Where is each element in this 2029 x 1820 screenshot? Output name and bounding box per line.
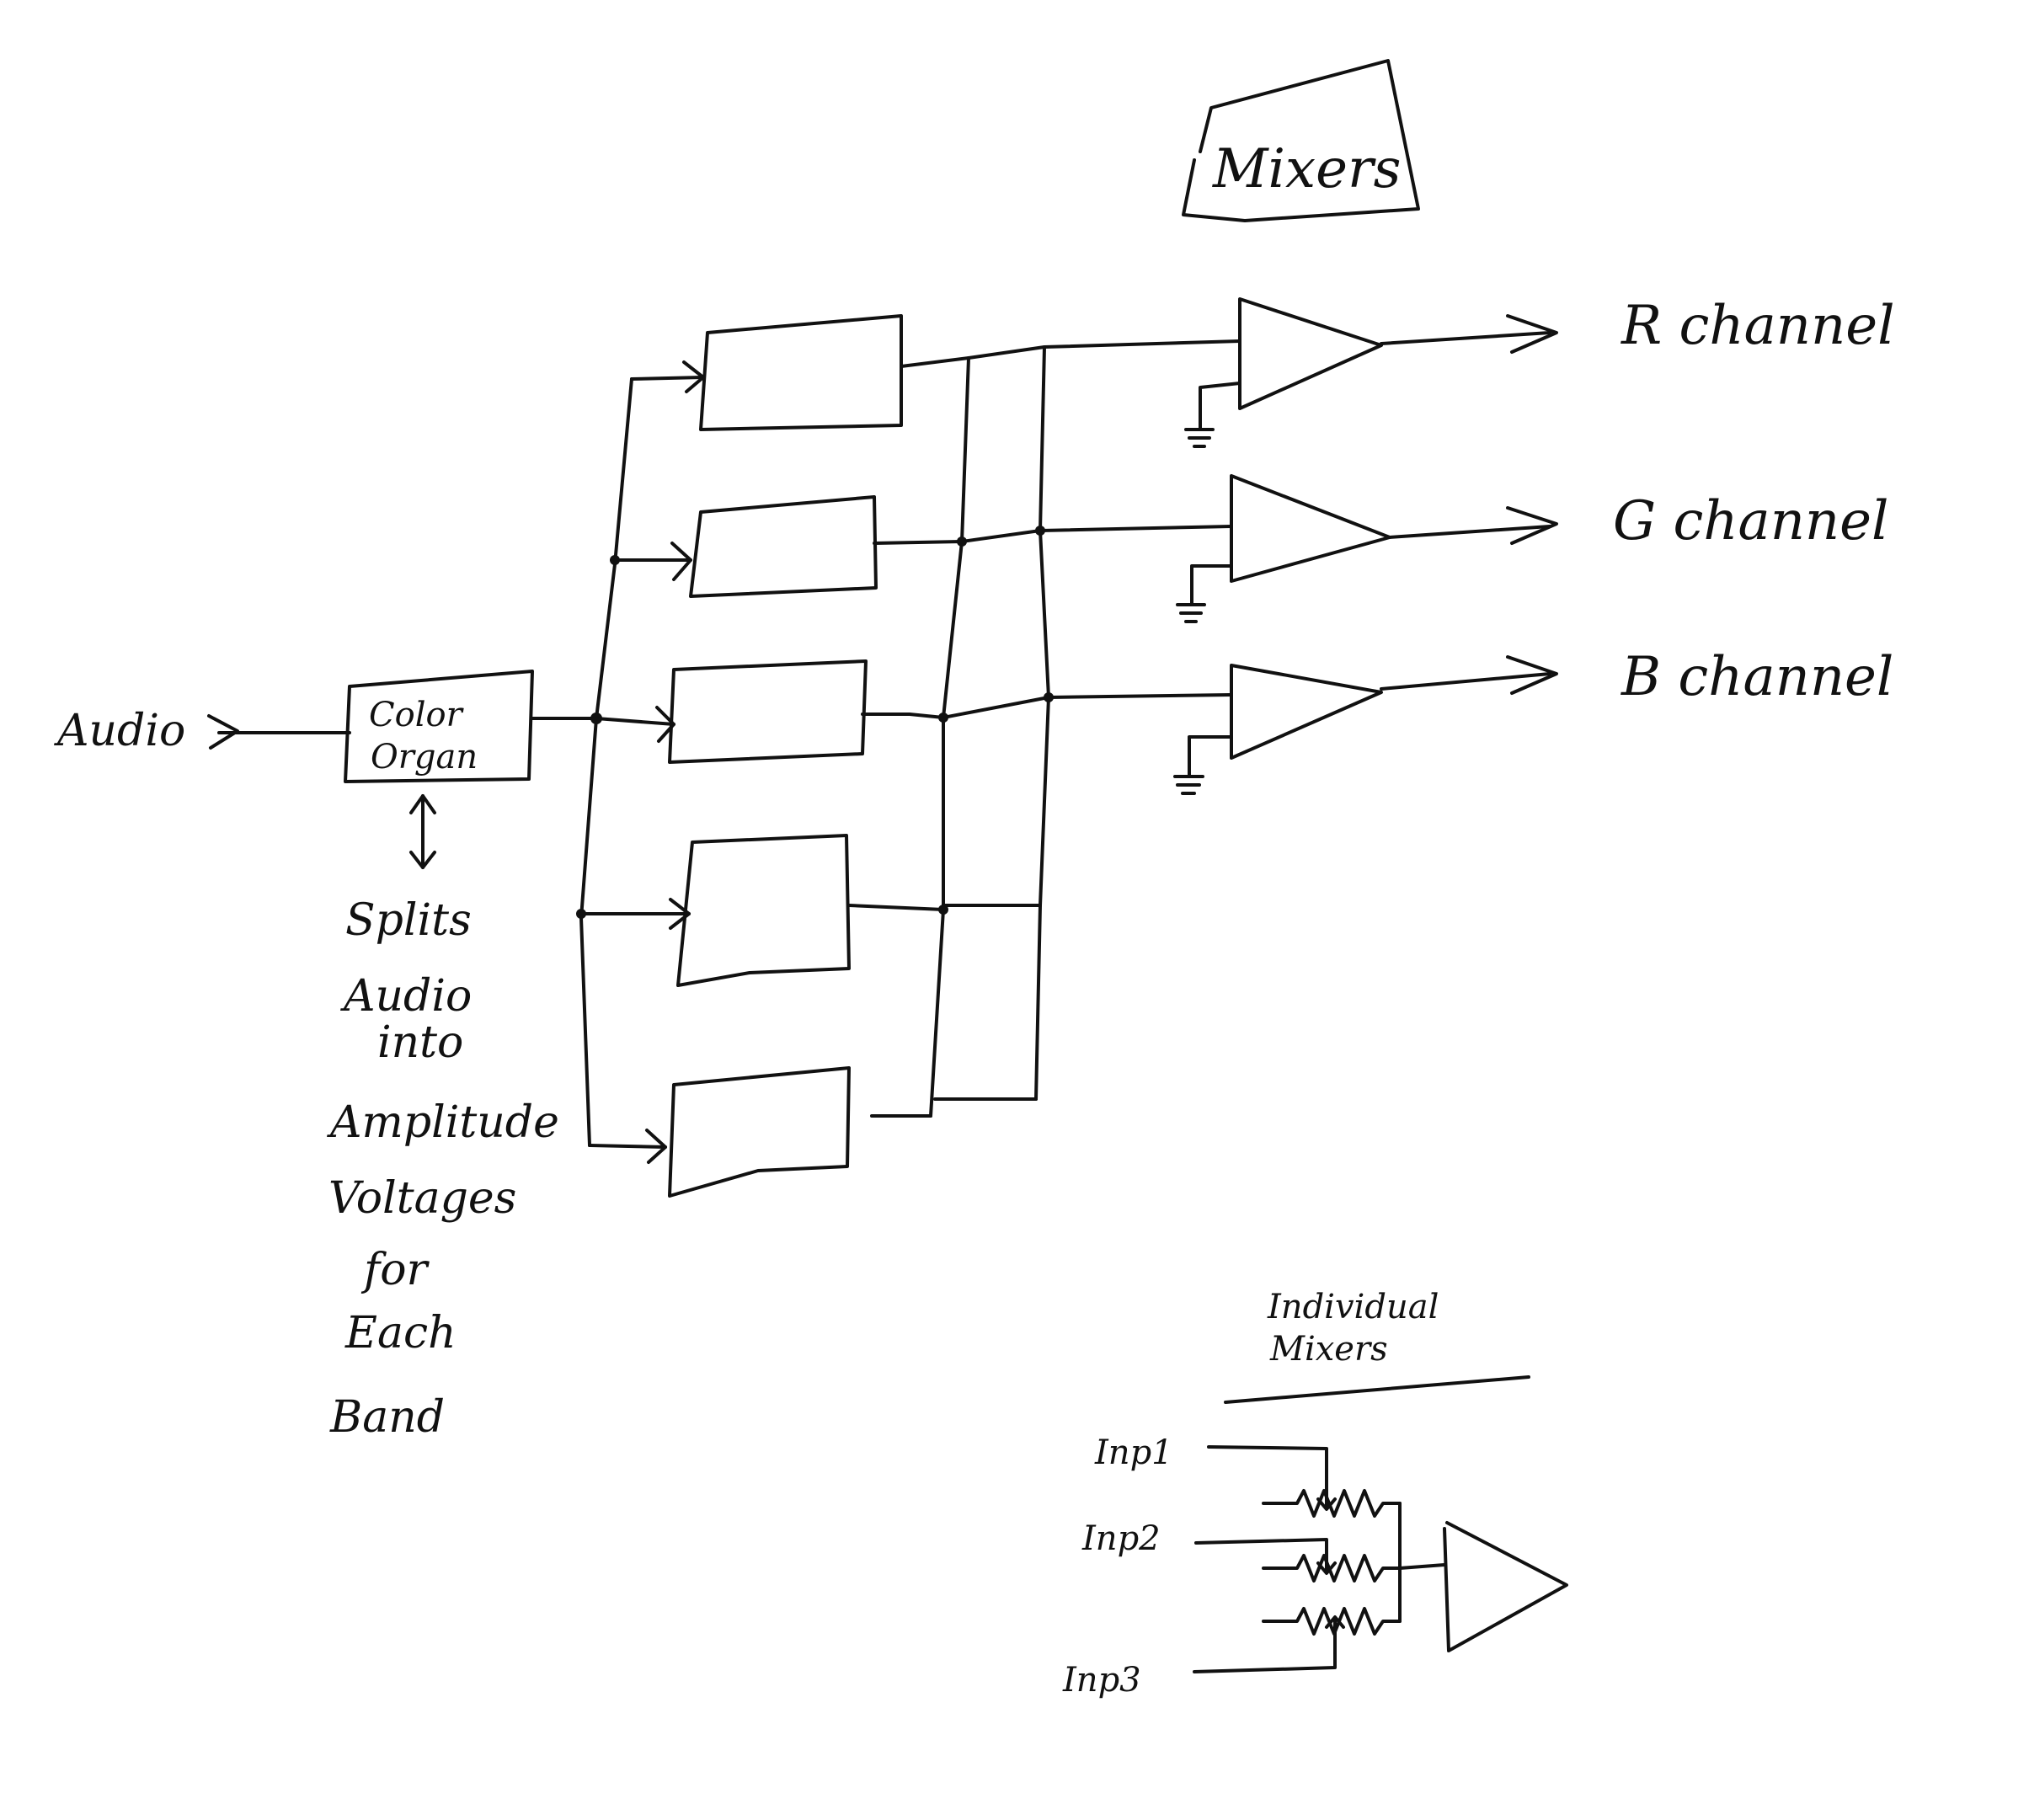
band-3 (595, 659, 868, 764)
band-5 (588, 1066, 851, 1198)
individual-mixers: Individual Mixers Inp1 Inp2 Inp3 (1062, 1288, 1568, 1700)
inp3-label: Inp3 (1062, 1661, 1141, 1700)
inp1-label: Inp1 (1094, 1433, 1173, 1472)
description-line-2: Audio (340, 971, 472, 1022)
r-channel-output: R channel (1380, 295, 1895, 357)
r-channel-label: R channel (1621, 295, 1895, 357)
audio-input: Audio (54, 706, 351, 756)
description-line-4: Amplitude (327, 1097, 559, 1148)
audio-label: Audio (54, 706, 185, 756)
individual-mixers-title-line1: Individual (1267, 1288, 1439, 1326)
band-2 (613, 495, 878, 598)
description: Splits Audio into Amplitude Voltages for… (327, 895, 559, 1443)
description-line-1: Splits (345, 895, 472, 946)
band-1 (630, 314, 903, 431)
band-outputs (847, 339, 1241, 1118)
mixers-title: Mixers (1212, 138, 1401, 200)
description-line-3: into (377, 1017, 463, 1068)
mixer-b (1173, 664, 1383, 795)
mixers-title-box: Mixers (1182, 59, 1420, 222)
g-channel-output: G channel (1388, 490, 1888, 552)
organ-output-bus (531, 377, 633, 1147)
description-line-8: Band (329, 1392, 445, 1443)
b-channel-label: B channel (1621, 646, 1893, 708)
band-4 (579, 834, 851, 987)
individual-mixers-title-line2: Mixers (1269, 1330, 1388, 1369)
inp2-label: Inp2 (1081, 1519, 1161, 1558)
mixer-g (1176, 474, 1391, 623)
description-line-5: Voltages (328, 1173, 516, 1224)
double-arrow (409, 794, 436, 869)
color-organ-label-line2: Organ (371, 738, 478, 777)
mixer-r (1184, 297, 1383, 448)
b-channel-output: B channel (1380, 646, 1893, 708)
g-channel-label: G channel (1613, 490, 1888, 552)
description-line-7: Each (344, 1308, 457, 1358)
description-line-6: for (360, 1245, 430, 1295)
color-organ-block: Color Organ (344, 670, 534, 783)
color-organ-label-line1: Color (369, 696, 465, 734)
